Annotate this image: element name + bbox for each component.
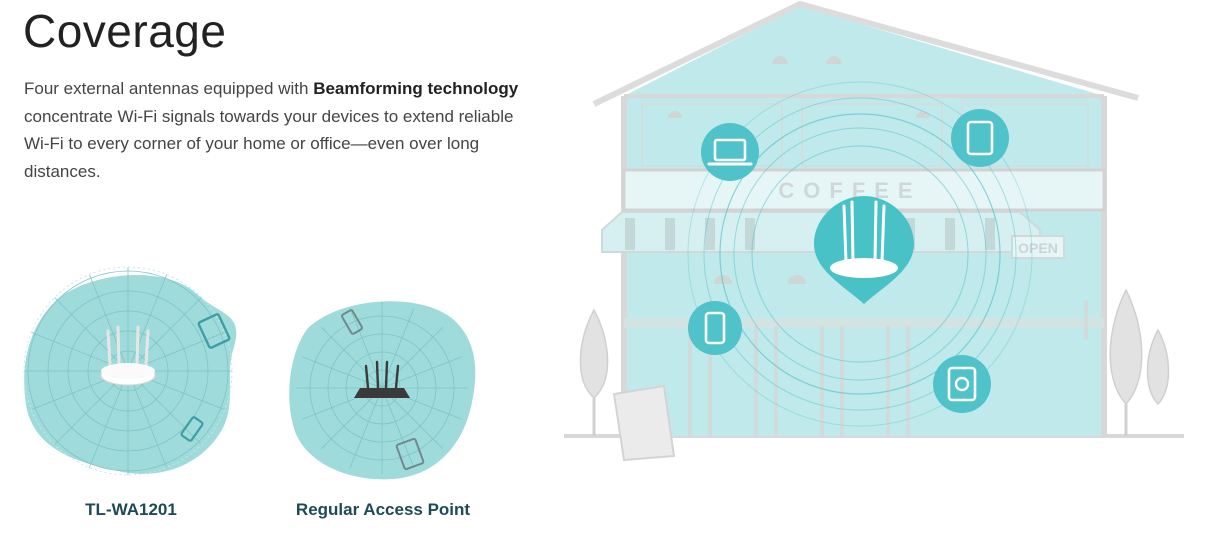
tablet-icon [197,313,231,349]
hard-drive-icon [933,355,991,413]
trees [579,288,1170,436]
coffee-sign-text: COFFEE [778,178,921,203]
roof [592,1,1139,107]
regular-ap-coverage-illustration [289,301,476,480]
router-white-icon [100,325,156,386]
router-location-pin-icon [814,196,914,304]
description-rest: concentrate Wi-Fi signals towards your d… [24,106,514,181]
open-sign-text: OPEN [1018,240,1058,256]
awning-stripes [625,218,995,250]
menu-board [612,384,676,462]
tl-wa1201-caption: TL-WA1201 [85,500,177,519]
tablet-icon [395,437,425,471]
signal-rings [687,81,1033,427]
counter [624,318,1104,328]
feature-description: Four external antennas equipped with Bea… [24,75,534,185]
regular-ap-caption: Regular Access Point [295,500,471,519]
coffee-shop-coverage-illustration: COFFEE OPEN [564,1,1184,462]
bar-stools [688,326,910,436]
page-title: Coverage [23,5,227,57]
open-sign [1011,235,1065,259]
description-lead: Four external antennas equipped with [24,79,314,98]
phone-icon [341,309,363,335]
phone-icon [688,301,742,355]
phone-icon [180,416,204,442]
description-highlight: Beamforming technology [313,79,519,98]
hanging-lamps [668,56,930,284]
tablet-icon [951,109,1009,167]
tl-wa1201-coverage-illustration [23,266,237,476]
laptop-icon [701,123,759,181]
router-black-icon [354,360,410,398]
